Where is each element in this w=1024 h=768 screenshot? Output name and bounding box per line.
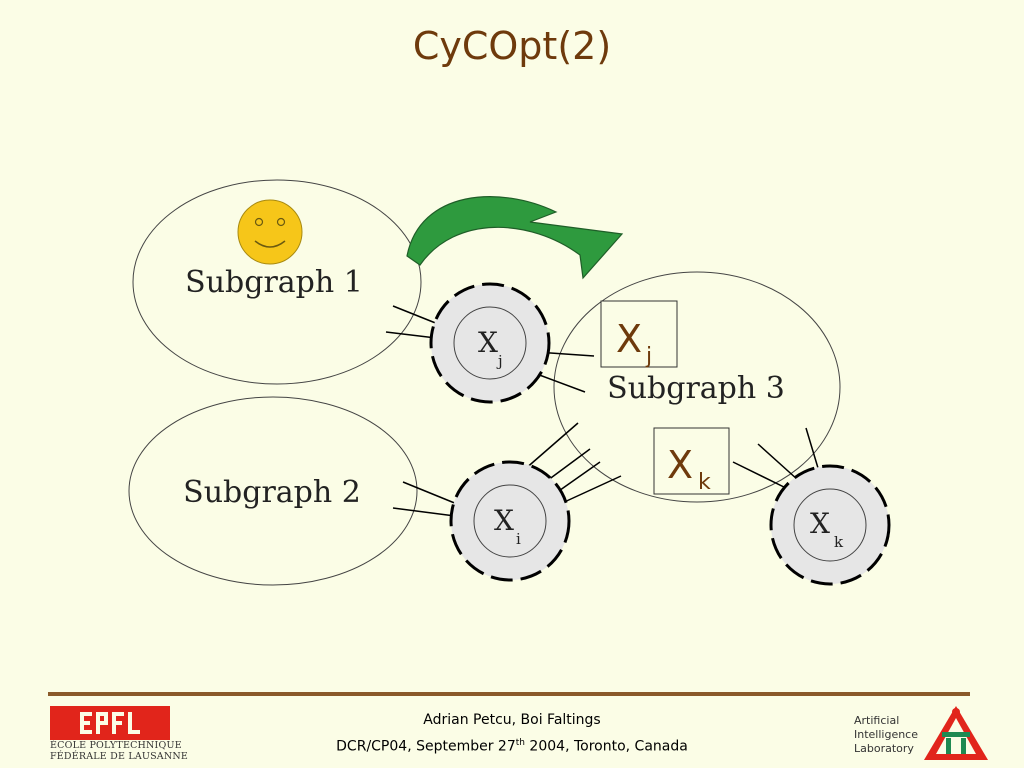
node-xj: X j <box>429 282 551 404</box>
footer-authors: Adrian Petcu, Boi Faltings <box>423 712 601 728</box>
ai-lab-emblem-icon <box>924 706 988 760</box>
node-xi: X i <box>449 460 571 582</box>
subgraph2-label: Subgraph 2 <box>183 475 361 510</box>
node-xk: X k <box>769 464 891 586</box>
svg-text:k: k <box>834 533 844 551</box>
lab-line2: Intelligence <box>854 728 919 741</box>
footer-divider <box>48 692 970 696</box>
svg-text:X: X <box>616 317 642 361</box>
lab-line3: Laboratory <box>854 742 914 755</box>
svg-text:j: j <box>496 352 503 370</box>
svg-text:X: X <box>810 507 830 540</box>
ai-lab-logo: Artificial Intelligence Laboratory <box>852 702 992 764</box>
smiley-face-icon <box>237 199 303 265</box>
svg-text:j: j <box>645 344 652 369</box>
svg-text:i: i <box>516 530 521 548</box>
move-arrow-icon <box>406 196 624 280</box>
subgraph2-ellipse <box>128 396 418 586</box>
svg-text:X: X <box>478 326 498 359</box>
subgraph1-ellipse <box>132 179 422 385</box>
subgraph1-label: Subgraph 1 <box>185 265 363 300</box>
epfl-line2: FÉDÉRALE DE LAUSANNE <box>50 751 189 762</box>
svg-text:k: k <box>698 470 711 495</box>
svg-text:X: X <box>667 443 693 487</box>
svg-text:X: X <box>494 504 514 537</box>
slide-title: CyCOpt(2) <box>412 24 612 68</box>
epfl-line1: ÉCOLE POLYTECHNIQUE <box>50 740 182 751</box>
subgraph3-ellipse <box>553 271 841 503</box>
lab-line1: Artificial <box>854 714 900 727</box>
copy-box-xj: X j <box>600 300 678 369</box>
footer-event: DCR/CP04, September 27th 2004, Toronto, … <box>336 738 688 755</box>
epfl-logo: ÉCOLE POLYTECHNIQUE FÉDÉRALE DE LAUSANNE <box>50 706 189 768</box>
copy-box-xk: X k <box>653 427 730 495</box>
subgraph3-label: Subgraph 3 <box>607 371 785 406</box>
